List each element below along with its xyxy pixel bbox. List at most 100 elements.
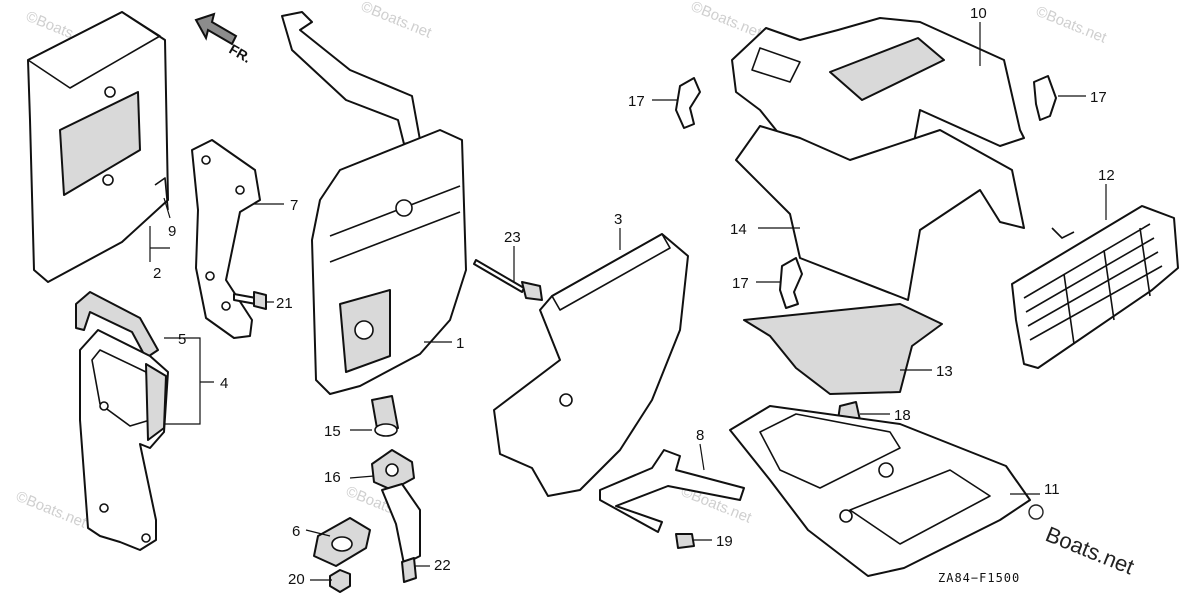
part-bolt-22 (401, 557, 417, 583)
rear-cover-hole (102, 174, 114, 186)
grille-slats (1023, 223, 1163, 341)
part-seal (75, 291, 159, 359)
leader-5-4 (164, 337, 214, 425)
rear-cover-hole (104, 86, 116, 98)
side-cover-hole (99, 401, 109, 411)
grille-dividers (1063, 227, 1151, 345)
stay-shape (599, 449, 745, 533)
side-cover-hole (99, 503, 109, 513)
side-panel-hole (559, 393, 573, 407)
callout-12: 12 (1098, 167, 1115, 184)
part-exhaust-elbow-6 (313, 483, 421, 567)
part-bolt-21 (233, 291, 267, 310)
exhaust-flange-hole (331, 536, 353, 552)
muffler-boss (395, 199, 413, 217)
watermark-text: ©Boats.net (1034, 3, 1110, 47)
muffler-rib (329, 185, 461, 237)
callout-17: 17 (732, 275, 749, 292)
part-side-cover (79, 329, 169, 551)
front-direction-arrow: FR. (194, 12, 255, 66)
flange-gasket-hole (385, 463, 399, 477)
part-muffler (281, 11, 467, 395)
part-gasket-15 (371, 395, 399, 437)
long-bolt-head (521, 281, 543, 301)
callout-2: 2 (153, 265, 161, 282)
callout-22: 22 (434, 557, 451, 574)
under-tray-hole (839, 509, 853, 523)
bracket-hole (235, 185, 245, 195)
bolt-head (253, 291, 267, 310)
side-panel-shape (493, 233, 689, 497)
muffler-rib (329, 211, 461, 263)
under-tray-hole (878, 462, 894, 478)
callout-7: 7 (290, 197, 298, 214)
part-clip-17 (779, 257, 803, 309)
seal-shape (75, 291, 159, 359)
callout-11: 11 (1044, 481, 1060, 498)
callout-3: 3 (614, 211, 622, 228)
under-tray-well (759, 413, 901, 489)
leader-2-9 (149, 226, 170, 262)
part-side-panel-3 (493, 233, 689, 497)
part-pad-13 (743, 303, 943, 395)
rear-cover-panel (59, 91, 141, 196)
callouts: 9 2 7 21 5 4 1 15 16 6 20 22 23 3 8 19 1… (153, 5, 1115, 588)
grille-hook (1051, 227, 1075, 239)
callout-20: 20 (288, 571, 305, 588)
bracket-hole (205, 271, 215, 281)
leader-9 (163, 197, 171, 219)
long-bolt-shank (473, 259, 525, 293)
part-stay-8 (599, 449, 745, 533)
part-grille-12 (1011, 205, 1179, 369)
under-tray-well (849, 469, 991, 545)
top-cover-opening (829, 37, 945, 101)
part-rear-cover (27, 11, 169, 283)
copyright-icon (1028, 504, 1044, 520)
callout-19: 19 (716, 533, 733, 550)
callout-6: 6 (292, 523, 300, 540)
part-under-tray-11 (729, 405, 1031, 577)
part-bolt-23 (473, 259, 543, 301)
side-cover-edge (145, 363, 167, 441)
part-nut-20 (329, 569, 351, 593)
callout-13: 13 (936, 363, 953, 380)
callout-16: 16 (324, 469, 341, 486)
top-cover-vent (751, 47, 801, 83)
direction-label: FR. (227, 41, 255, 66)
watermark-text: ©Boats.net (14, 488, 90, 532)
part-clip-17 (675, 77, 701, 129)
callout-4: 4 (220, 375, 228, 392)
muffler-pipe (281, 11, 421, 145)
drawing-code: ZA84−F1500 (938, 571, 1020, 585)
side-cover-hole (141, 533, 151, 543)
leader-lines (149, 22, 1107, 581)
part-bracket (191, 139, 261, 339)
callout-17: 17 (628, 93, 645, 110)
part-duct-14 (735, 125, 1025, 301)
callout-10: 10 (970, 5, 987, 22)
callout-9: 9 (168, 223, 176, 240)
callout-1: 1 (456, 335, 464, 352)
under-tray-shape (729, 405, 1031, 577)
bracket-hole (221, 301, 231, 311)
leader-6 (305, 529, 331, 537)
side-panel-flange (551, 233, 671, 311)
rear-cover-top-flange (27, 11, 161, 89)
callout-15: 15 (324, 423, 341, 440)
rear-cover-tab (154, 177, 169, 211)
leader-16 (349, 475, 375, 479)
gasket-ring (374, 423, 398, 437)
callout-17: 17 (1090, 89, 1107, 106)
direction-arrow-icon (194, 12, 238, 46)
bracket-hole (201, 155, 211, 165)
part-screw-19 (675, 533, 695, 549)
brand-watermark: Boats.net (1042, 521, 1138, 579)
watermark-text: ©Boats.net (689, 0, 765, 42)
callout-23: 23 (504, 229, 521, 246)
watermark-text: ©Boats.net (359, 0, 435, 42)
exhaust-elbow (381, 483, 421, 565)
part-flange-gasket-16 (371, 449, 415, 491)
callout-5: 5 (178, 331, 186, 348)
